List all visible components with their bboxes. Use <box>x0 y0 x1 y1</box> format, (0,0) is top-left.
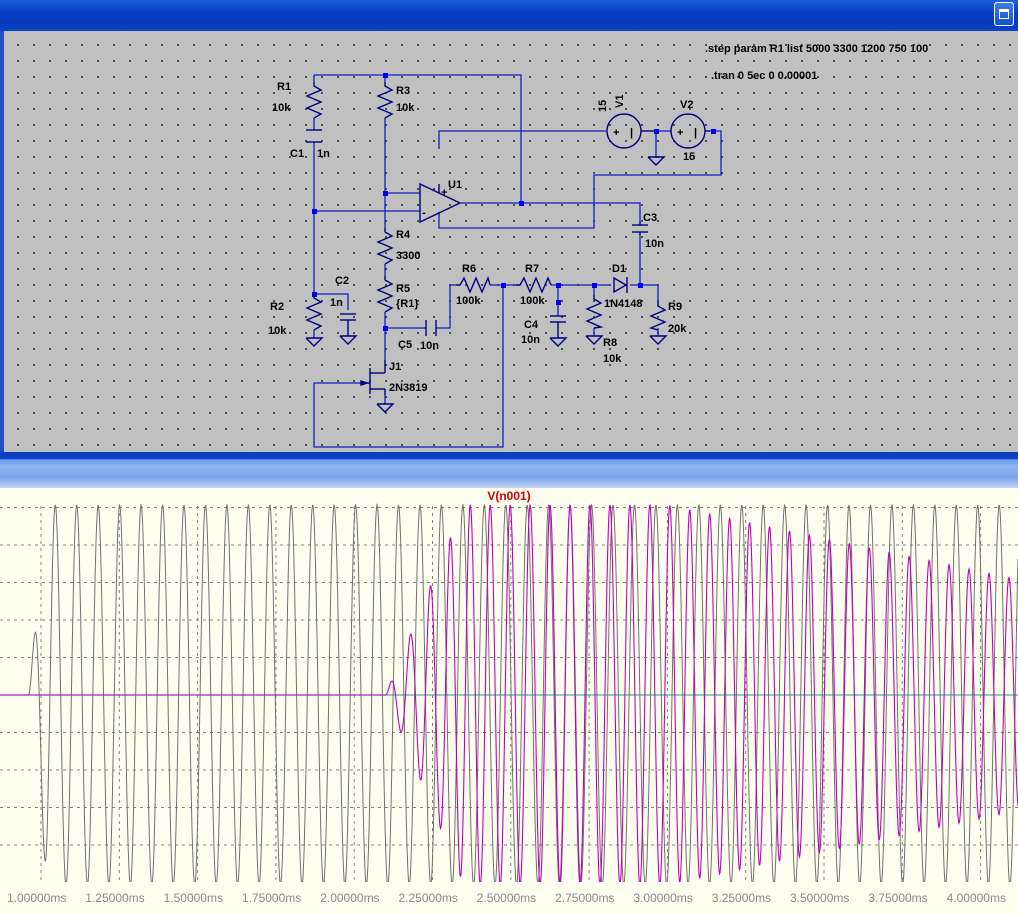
maximize-icon <box>999 9 1009 19</box>
x-tick-label: 1.50000ms <box>163 891 223 905</box>
schematic-editor[interactable] <box>0 31 1018 452</box>
c3-symbol <box>632 222 648 235</box>
svg-text:|: | <box>694 127 697 139</box>
x-tick-label: 1.00000ms <box>7 891 67 905</box>
c3-value: 10n <box>645 238 664 250</box>
v1-symbol <box>606 113 656 149</box>
r9-value: 20k <box>668 323 687 335</box>
d1-symbol <box>613 276 628 294</box>
r2-symbol <box>305 294 323 331</box>
r5-label: R5 <box>396 283 410 295</box>
r7-label: R7 <box>525 263 539 275</box>
svg-text:+: + <box>441 187 447 199</box>
x-axis <box>0 882 1018 914</box>
x-tick-label: 4.00000ms <box>946 891 1006 905</box>
pane-splitter[interactable] <box>0 452 1018 488</box>
r8-label: R8 <box>603 337 617 349</box>
r9-symbol <box>648 302 667 331</box>
c5-symbol <box>425 320 437 336</box>
c5-label: C5 <box>398 339 412 351</box>
v2-value: 15 <box>683 151 695 163</box>
trace-label[interactable]: V(n001) <box>487 489 531 503</box>
j1-value: 2N3819 <box>389 382 428 394</box>
x-tick-label: 3.25000ms <box>711 891 772 905</box>
r4-value: 3300 <box>396 250 420 262</box>
x-tick-label: 2.75000ms <box>555 891 615 905</box>
r8-value: 10k <box>603 353 622 365</box>
c1-label: C1 <box>290 148 304 160</box>
v1-value: 15 <box>597 100 609 112</box>
r3-symbol <box>376 82 394 119</box>
r1-symbol <box>305 82 323 119</box>
c4-symbol <box>550 315 566 338</box>
r9-label: R9 <box>668 301 682 313</box>
r2-label: R2 <box>270 301 284 313</box>
maximize-button[interactable] <box>994 2 1014 26</box>
tran-directive: .tran 0 5ec 0 0.00001 <box>711 70 817 82</box>
svg-text:-: - <box>422 207 426 219</box>
x-tick-label: 3.00000ms <box>633 891 693 905</box>
r1-value: 10k <box>272 102 291 114</box>
d1-label: D1 <box>612 263 626 275</box>
svg-text:+: + <box>613 127 619 139</box>
wires <box>313 74 722 448</box>
x-tick-label: 3.50000ms <box>790 891 850 905</box>
r6-value: 100k <box>456 295 481 307</box>
title-bar <box>0 0 1018 31</box>
r7-symbol <box>516 276 552 294</box>
u1-label: U1 <box>448 179 462 191</box>
c2-value: 1n <box>330 297 343 309</box>
trace-step-2 <box>0 503 1018 882</box>
r6-symbol <box>456 275 491 294</box>
schematic-drawing: + - + | + | .step param R1 list 5000 3300 1… <box>268 43 928 448</box>
r6-label: R6 <box>462 263 476 275</box>
r5-value: {R1} <box>396 298 419 310</box>
r7-value: 100k <box>520 295 545 307</box>
opamp-signs: + - + | + | <box>422 127 697 219</box>
c5-value: 10n <box>420 340 439 352</box>
r1-label: R1 <box>277 81 291 93</box>
v1-label: V1 <box>614 95 626 108</box>
r3-value: 10k <box>396 102 415 114</box>
c4-label: C4 <box>524 319 539 331</box>
components <box>305 82 710 413</box>
r2-value: 10k <box>268 325 287 337</box>
x-tick-label: 1.75000ms <box>241 891 302 905</box>
waveform-plot <box>0 503 1018 882</box>
r5-symbol <box>376 276 394 313</box>
c3-label: C3 <box>643 212 657 224</box>
svg-text:|: | <box>630 127 633 139</box>
junctions <box>312 73 716 331</box>
x-tick-label: 2.25000ms <box>398 891 458 905</box>
r4-symbol <box>376 228 394 265</box>
c2-label: C2 <box>335 275 349 287</box>
x-tick-label: 2.50000ms <box>476 891 537 905</box>
step-directive: .step param R1 list 5000 3300 1200 750 1… <box>705 43 928 55</box>
j1-symbol <box>360 360 386 395</box>
c4-value: 10n <box>521 334 540 346</box>
u1-symbol <box>419 182 462 224</box>
j1-label: J1 <box>389 361 401 373</box>
v2-label: V2 <box>680 99 693 111</box>
r4-label: R4 <box>396 229 411 241</box>
x-tick-label: 1.25000ms <box>85 891 145 905</box>
c2-symbol <box>340 313 356 336</box>
c1-value: 1n <box>317 148 330 160</box>
trace-step-1 <box>0 503 1018 882</box>
r3-label: R3 <box>396 85 410 97</box>
x-tick-label: 3.75000ms <box>868 891 928 905</box>
r8-symbol <box>585 295 604 329</box>
c1-symbol <box>306 129 322 143</box>
x-tick-label: 2.00000ms <box>320 891 380 905</box>
d1-value: 1N4148 <box>604 298 643 310</box>
svg-text:+: + <box>677 127 683 139</box>
ground-symbols <box>305 156 668 413</box>
v2-symbol <box>670 113 710 149</box>
